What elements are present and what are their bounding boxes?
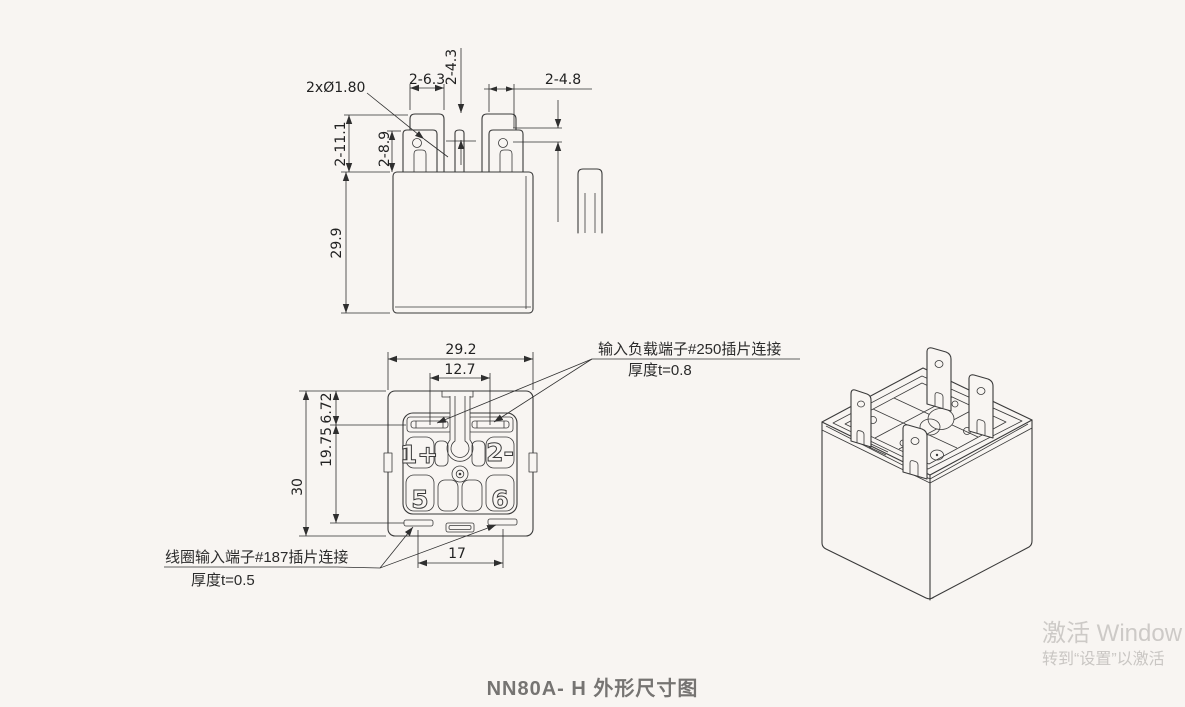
keyhole-outer bbox=[446, 396, 474, 462]
dim-slot-pitch-label: 12.7 bbox=[444, 362, 475, 378]
front-view bbox=[392, 113, 603, 314]
dim-top-pitch-label: 2-6.3 bbox=[409, 72, 445, 88]
iso-keyhole-boss2 bbox=[919, 418, 941, 436]
note-coil-line1: 线圈输入端子#187插片连接 bbox=[165, 549, 349, 566]
cell-5 bbox=[405, 474, 435, 512]
front-terminal-left bbox=[402, 129, 438, 173]
cell-bottom-mid-right bbox=[461, 479, 483, 512]
terminal-label-5: 5 bbox=[411, 485, 428, 514]
note-coil-thickness: 厚度t=0.5 bbox=[191, 572, 255, 589]
dim-hole-label: 2xØ1.80 bbox=[306, 80, 365, 96]
load-slot-right-inner bbox=[471, 420, 510, 429]
dim-front-height-label: 2-8.9 bbox=[377, 131, 393, 167]
note-coil-line2: 厚度t=0.5 bbox=[191, 572, 255, 589]
dim-slot-offset-label: 6.72 bbox=[319, 392, 335, 423]
note-load-terminals: 输入负载端子#250插片连接 bbox=[598, 341, 781, 358]
iso-view bbox=[821, 347, 1033, 601]
front-center-blade bbox=[454, 129, 465, 173]
bottom-view: 1+ 2- 5 6 bbox=[383, 390, 538, 537]
cell-mid-left bbox=[434, 440, 449, 467]
iso-blade-right bbox=[968, 374, 994, 439]
front-terminal-right bbox=[488, 129, 524, 173]
front-view-dimensions: 2xØ1.80 2-6.3 2-4.3 2-4.8 2-11.1 2-8.9 2… bbox=[306, 48, 592, 314]
iso-blade-front bbox=[902, 424, 928, 480]
iso-screw-small bbox=[951, 400, 959, 408]
dim-right-blade-label: 2-4.8 bbox=[545, 72, 581, 88]
terminal-label-6: 6 bbox=[491, 485, 508, 514]
load-slot-right bbox=[467, 416, 514, 433]
drawing-title: NN80A- H 外形尺寸图 bbox=[486, 678, 699, 700]
dim-height-label: 30 bbox=[290, 478, 306, 496]
iso-molded-face bbox=[844, 382, 1007, 465]
cell-bottom-mid-left bbox=[437, 479, 459, 512]
side-tab-right bbox=[528, 452, 538, 473]
windows-activation-watermark-line1: 激活 Window bbox=[1042, 620, 1183, 647]
dim-body-height-label: 29.9 bbox=[329, 227, 345, 258]
coil-slot-left bbox=[403, 519, 434, 527]
cell-mid-right bbox=[471, 440, 486, 467]
bottom-view-dimensions: 29.2 12.7 30 6.72 19.75 17 bbox=[164, 342, 800, 569]
terminal-label-2: 2- bbox=[486, 438, 514, 467]
dim-width-label: 29.2 bbox=[445, 342, 476, 358]
blade-side-profile bbox=[577, 168, 603, 234]
iso-blade-back bbox=[926, 347, 952, 412]
note-load-thickness: 厚度t=0.8 bbox=[628, 362, 692, 379]
dim-coil-offset-label: 19.75 bbox=[319, 427, 335, 467]
screw-center-dot bbox=[458, 472, 462, 476]
screw-boss-inner bbox=[455, 469, 465, 479]
coil-slot-center bbox=[445, 522, 475, 533]
dim-coil-pitch-label: 17 bbox=[448, 546, 466, 562]
note-load-line2: 厚度t=0.8 bbox=[628, 362, 692, 379]
dim-back-height-label: 2-11.1 bbox=[333, 121, 349, 166]
side-tab-left bbox=[383, 452, 393, 473]
terminal-notch-left bbox=[413, 149, 427, 172]
cell-6 bbox=[485, 474, 515, 512]
cell-1 bbox=[405, 436, 435, 469]
note-load-line1: 输入负载端子#250插片连接 bbox=[598, 341, 782, 358]
keyhole-inner bbox=[450, 396, 470, 458]
cell-2 bbox=[485, 436, 515, 469]
coil-slot-center-inner bbox=[448, 525, 472, 530]
note-coil-terminals: 线圈输入端子#187插片连接 bbox=[165, 549, 348, 566]
iso-rim-seam bbox=[821, 427, 1033, 484]
load-slot-left-inner bbox=[410, 420, 449, 429]
iso-blade-left bbox=[850, 389, 872, 448]
relay-body-front bbox=[392, 171, 534, 314]
terminal-label-1: 1+ bbox=[400, 440, 438, 469]
terminal-hole-right bbox=[498, 138, 508, 148]
dim-center-blade-label: 2-4.3 bbox=[444, 49, 460, 85]
iso-screw-boss bbox=[930, 449, 944, 461]
coil-slot-right bbox=[487, 518, 518, 526]
terminal-notch-right bbox=[499, 149, 513, 172]
windows-activation-watermark-line2: 转到“设置”以激活 bbox=[1042, 651, 1165, 668]
iso-top-inset bbox=[832, 375, 1023, 470]
